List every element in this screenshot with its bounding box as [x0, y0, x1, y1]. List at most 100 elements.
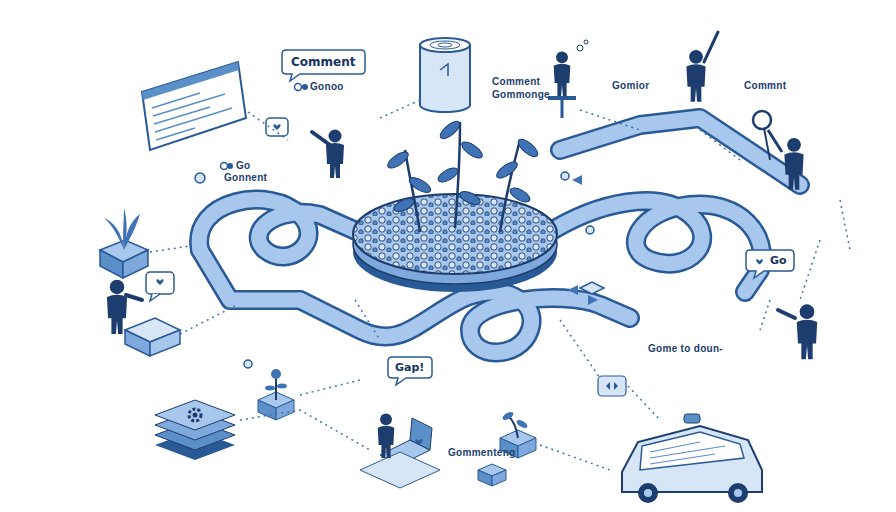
- small-plant: [501, 410, 514, 421]
- small-plant: [265, 386, 275, 391]
- data-cylinder: [420, 38, 470, 112]
- pipe-track: [200, 250, 300, 300]
- laptop: [360, 452, 440, 488]
- person-with-magnifier: [768, 130, 782, 152]
- person: [107, 280, 142, 334]
- car: [650, 454, 715, 464]
- person-at-laptop: [378, 413, 395, 458]
- dotted-link: [628, 386, 660, 420]
- icon-dots: [295, 84, 302, 91]
- dotted-link: [580, 110, 640, 130]
- person-with-stick: [686, 32, 718, 102]
- central-platform: [353, 194, 557, 292]
- server-stack: [155, 400, 235, 430]
- person-with-magnifier: [753, 111, 771, 129]
- person: [107, 280, 127, 334]
- person: [778, 310, 795, 318]
- small-node: [244, 360, 252, 368]
- pipe-track: [199, 118, 800, 353]
- heart-icon: [415, 439, 422, 445]
- person-sitting: [561, 100, 564, 118]
- bubble-text: Comment: [291, 55, 355, 69]
- small-plant: [518, 438, 536, 458]
- dotted-link: [355, 300, 380, 340]
- plant: [385, 118, 540, 232]
- code-window: [152, 93, 200, 108]
- person: [778, 304, 817, 359]
- person-sitting: [548, 96, 576, 100]
- plant: [385, 149, 410, 171]
- speech-bubble: Go: [746, 250, 794, 271]
- icon-dots: [227, 163, 233, 169]
- plant: [436, 165, 460, 185]
- heart-icon: [415, 439, 422, 445]
- code-window: [142, 62, 246, 150]
- icon-dots: [302, 84, 308, 90]
- pipe-track: [199, 200, 365, 257]
- arrow-mark: [588, 295, 598, 305]
- caption-text: Gonnent: [224, 172, 267, 185]
- plant: [405, 150, 420, 232]
- data-cylinder: [438, 43, 452, 47]
- person-with-magnifier: [784, 138, 803, 190]
- chat-bubble: [598, 376, 626, 396]
- chat-bubble: [606, 382, 618, 390]
- code-window: [142, 62, 246, 150]
- heart-bubble: [156, 279, 163, 285]
- data-cylinder: [420, 45, 470, 105]
- small-node: [561, 172, 569, 180]
- plant-box: [123, 208, 127, 250]
- car: [640, 432, 744, 470]
- dotted-link: [540, 445, 610, 470]
- plant: [392, 196, 416, 214]
- arrow-mark: [568, 285, 578, 295]
- small-node: [586, 226, 594, 234]
- arrow-mark: [572, 175, 582, 185]
- plant-box: [104, 208, 140, 250]
- small-plant: [277, 384, 287, 389]
- bubble-outline: [746, 250, 794, 278]
- caption-text: Gonoo: [310, 81, 344, 94]
- small-cube: [478, 470, 492, 486]
- code-window: [156, 128, 195, 140]
- server-stack: [193, 413, 198, 418]
- chat-bubble: [598, 376, 626, 396]
- bubble-outline: [388, 357, 432, 385]
- icon-dots: [221, 163, 228, 170]
- car: [622, 426, 762, 492]
- person: [312, 130, 344, 179]
- person: [126, 295, 142, 300]
- car: [684, 414, 700, 423]
- plant: [458, 189, 482, 207]
- caption-text: Go: [236, 160, 251, 173]
- plant-box: [100, 250, 123, 278]
- pipe-track: [300, 292, 630, 353]
- arrow-mark: [568, 175, 598, 305]
- dotted-link: [248, 112, 288, 140]
- car: [650, 442, 700, 452]
- small-node: [195, 173, 205, 183]
- data-cylinder: [420, 38, 470, 52]
- dotted-link: [380, 100, 420, 118]
- dotted-link: [150, 100, 850, 470]
- code-window: [152, 93, 232, 140]
- small-node: [195, 172, 604, 368]
- plant: [516, 136, 541, 159]
- person-at-laptop: [378, 413, 395, 458]
- person: [312, 132, 330, 145]
- small-cube: [478, 464, 506, 486]
- person-with-stick: [686, 50, 705, 102]
- laptop: [360, 418, 440, 488]
- dotted-link: [180, 306, 235, 334]
- caption-text: Gommenteng: [448, 447, 515, 460]
- dotted-link: [300, 380, 360, 395]
- server-stack: [155, 400, 235, 460]
- car: [728, 483, 748, 503]
- pipe-track: [199, 200, 365, 257]
- heart-icon: [753, 256, 766, 266]
- device-box: [125, 330, 150, 356]
- caption-text: Gome to doun-: [648, 343, 723, 356]
- plant-box: [104, 218, 124, 250]
- pipe-track: [545, 201, 762, 292]
